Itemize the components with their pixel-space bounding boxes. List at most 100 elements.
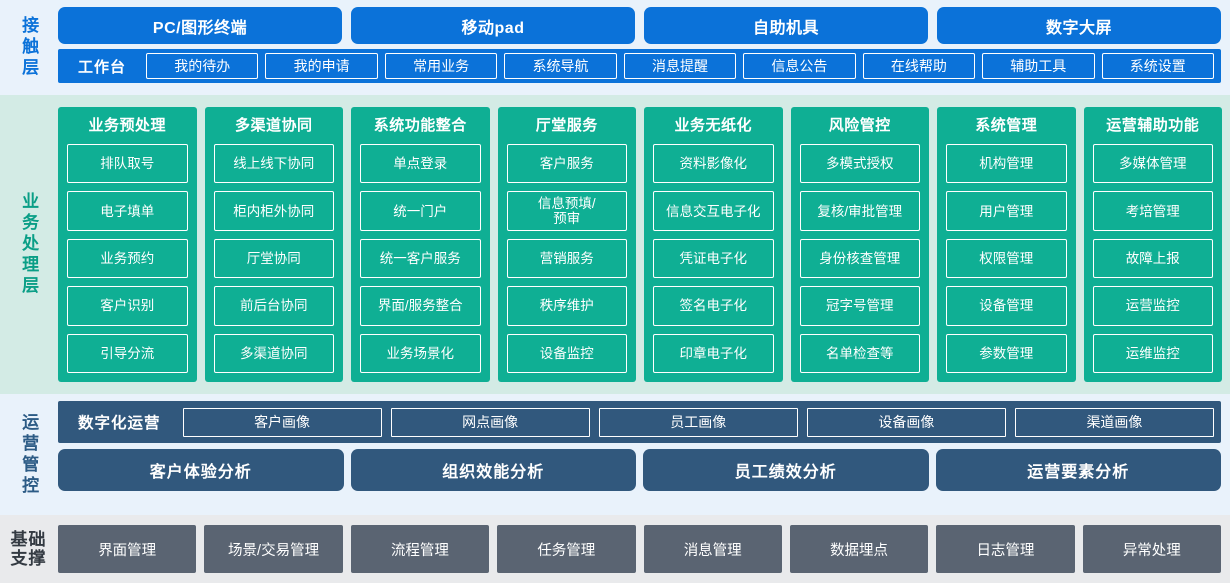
contact-layer-label: 接触层	[0, 0, 56, 95]
business-item-5-0[interactable]: 多模式授权	[799, 144, 920, 184]
business-item-5-3[interactable]: 冠字号管理	[799, 286, 920, 326]
base-item-6[interactable]: 日志管理	[936, 525, 1075, 573]
business-item-1-3[interactable]: 前后台协同	[213, 286, 334, 326]
workbench-item-row: 我的待办我的申请常用业务系统导航消息提醒信息公告在线帮助辅助工具系统设置	[146, 53, 1214, 79]
analysis-row: 客户体验分析组织效能分析员工绩效分析运营要素分析	[58, 449, 1221, 491]
business-item-1-0[interactable]: 线上线下协同	[213, 144, 334, 184]
business-item-list-0: 排队取号电子填单业务预约客户识别引导分流	[67, 144, 188, 374]
business-item-3-4[interactable]: 设备监控	[506, 333, 627, 374]
business-item-1-2[interactable]: 厅堂协同	[213, 238, 334, 279]
business-item-3-3[interactable]: 秩序维护	[506, 286, 627, 326]
business-item-1-1[interactable]: 柜内柜外协同	[213, 191, 334, 231]
base-item-2[interactable]: 流程管理	[350, 525, 490, 573]
portrait-chip-1[interactable]: 网点画像	[390, 407, 590, 437]
business-item-7-0[interactable]: 多媒体管理	[1092, 144, 1213, 184]
foundation-support-layer: 基础支撑 界面管理场景/交易管理流程管理任务管理消息管理数据埋点日志管理异常处理	[0, 515, 1230, 583]
workbench-item-2[interactable]: 常用业务	[384, 53, 498, 79]
base-layer-label-char-3: 撑	[28, 549, 46, 568]
business-column-title-3: 厅堂服务	[535, 117, 598, 134]
base-layer-label-char-2: 支	[10, 549, 28, 568]
business-item-0-0[interactable]: 排队取号	[67, 144, 188, 184]
business-item-6-4[interactable]: 参数管理	[946, 333, 1067, 374]
analysis-item-3[interactable]: 运营要素分析	[935, 449, 1221, 491]
business-column-title-2: 系统功能整合	[373, 117, 467, 134]
business-item-list-3: 客户服务信息预填/ 预审营销服务秩序维护设备监控	[506, 144, 627, 374]
business-item-4-2[interactable]: 凭证电子化	[653, 238, 774, 279]
workbench-item-8[interactable]: 系统设置	[1101, 53, 1214, 79]
portrait-chip-2[interactable]: 员工画像	[598, 407, 798, 437]
channel-tab-3[interactable]: 数字大屏	[937, 7, 1221, 44]
business-item-6-1[interactable]: 用户管理	[946, 191, 1067, 231]
business-item-3-2[interactable]: 营销服务	[506, 238, 627, 279]
business-item-0-4[interactable]: 引导分流	[67, 333, 188, 374]
business-item-3-1[interactable]: 信息预填/ 预审	[506, 191, 627, 231]
business-item-5-2[interactable]: 身份核查管理	[799, 238, 920, 279]
business-column-5: 风险管控多模式授权复核/审批管理身份核查管理冠字号管理名单检查等	[790, 107, 929, 382]
workbench-item-5[interactable]: 信息公告	[743, 53, 856, 79]
channel-tab-2[interactable]: 自助机具	[644, 7, 928, 44]
workbench-item-4[interactable]: 消息提醒	[623, 53, 737, 79]
business-item-6-2[interactable]: 权限管理	[946, 238, 1067, 279]
business-item-4-1[interactable]: 信息交互电子化	[653, 191, 774, 231]
analysis-item-0[interactable]: 客户体验分析	[58, 449, 344, 491]
base-item-1[interactable]: 场景/交易管理	[204, 525, 343, 573]
business-item-7-3[interactable]: 运营监控	[1092, 286, 1213, 326]
business-item-0-3[interactable]: 客户识别	[67, 286, 188, 326]
business-item-4-0[interactable]: 资料影像化	[653, 144, 774, 184]
base-item-5[interactable]: 数据埋点	[789, 525, 929, 573]
workbench-item-3[interactable]: 系统导航	[504, 53, 617, 79]
channel-tab-0[interactable]: PC/图形终端	[58, 7, 342, 44]
business-item-7-1[interactable]: 考培管理	[1092, 191, 1213, 231]
business-item-5-1[interactable]: 复核/审批管理	[799, 191, 920, 231]
portrait-chip-0[interactable]: 客户画像	[182, 407, 382, 437]
ops-layer-label: 运营管控	[0, 394, 56, 515]
contact-layer-label-text: 接触层	[19, 16, 39, 79]
digital-operations-bar: 数字化运营 客户画像网点画像员工画像设备画像渠道画像	[58, 401, 1221, 443]
business-layer-label: 业务处理层	[0, 95, 56, 394]
business-item-4-3[interactable]: 签名电子化	[653, 286, 774, 326]
business-column-1: 多渠道协同线上线下协同柜内柜外协同厅堂协同前后台协同多渠道协同	[204, 107, 343, 382]
analysis-item-1[interactable]: 组织效能分析	[350, 449, 636, 491]
workbench-bar: 工作台 我的待办我的申请常用业务系统导航消息提醒信息公告在线帮助辅助工具系统设置	[58, 49, 1221, 83]
business-column-title-6: 系统管理	[975, 117, 1038, 134]
business-column-title-5: 风险管控	[828, 117, 891, 134]
business-column-6: 系统管理机构管理用户管理权限管理设备管理参数管理	[937, 107, 1076, 382]
portrait-chip-3[interactable]: 设备画像	[806, 407, 1006, 437]
business-item-2-0[interactable]: 单点登录	[360, 144, 481, 184]
business-item-6-3[interactable]: 设备管理	[946, 286, 1067, 326]
base-item-7[interactable]: 异常处理	[1082, 525, 1221, 573]
workbench-item-0[interactable]: 我的待办	[146, 53, 259, 79]
portrait-chip-4[interactable]: 渠道画像	[1014, 407, 1214, 437]
business-item-list-7: 多媒体管理考培管理故障上报运营监控运维监控	[1092, 144, 1213, 374]
base-item-4[interactable]: 消息管理	[643, 525, 782, 573]
business-item-6-0[interactable]: 机构管理	[946, 144, 1067, 184]
business-column-title-7: 运营辅助功能	[1106, 117, 1200, 134]
workbench-item-7[interactable]: 辅助工具	[982, 53, 1095, 79]
workbench-item-1[interactable]: 我的申请	[265, 53, 378, 79]
business-item-7-4[interactable]: 运维监控	[1092, 333, 1213, 374]
business-item-7-2[interactable]: 故障上报	[1092, 238, 1213, 279]
workbench-item-6[interactable]: 在线帮助	[862, 53, 976, 79]
channel-tab-1[interactable]: 移动pad	[351, 7, 635, 44]
business-item-0-1[interactable]: 电子填单	[67, 191, 188, 231]
business-item-2-2[interactable]: 统一客户服务	[360, 238, 481, 279]
digital-operations-title: 数字化运营	[78, 415, 161, 432]
base-item-0[interactable]: 界面管理	[58, 525, 197, 573]
business-item-2-1[interactable]: 统一门户	[360, 191, 481, 231]
business-item-2-4[interactable]: 业务场景化	[360, 333, 481, 374]
base-layer-label-char-0: 基	[10, 529, 28, 549]
business-item-1-4[interactable]: 多渠道协同	[213, 333, 334, 374]
business-item-2-3[interactable]: 界面/服务整合	[360, 286, 481, 326]
business-processing-layer: 业务处理层 业务预处理排队取号电子填单业务预约客户识别引导分流多渠道协同线上线下…	[0, 95, 1230, 394]
analysis-item-2[interactable]: 员工绩效分析	[643, 449, 929, 491]
base-item-3[interactable]: 任务管理	[497, 525, 636, 573]
base-layer-label: 基础支撑	[0, 515, 56, 583]
business-item-4-4[interactable]: 印章电子化	[653, 333, 774, 374]
business-item-3-0[interactable]: 客户服务	[506, 144, 627, 184]
business-item-0-2[interactable]: 业务预约	[67, 238, 188, 279]
workbench-title: 工作台	[78, 58, 127, 76]
business-item-5-4[interactable]: 名单检查等	[799, 333, 920, 374]
